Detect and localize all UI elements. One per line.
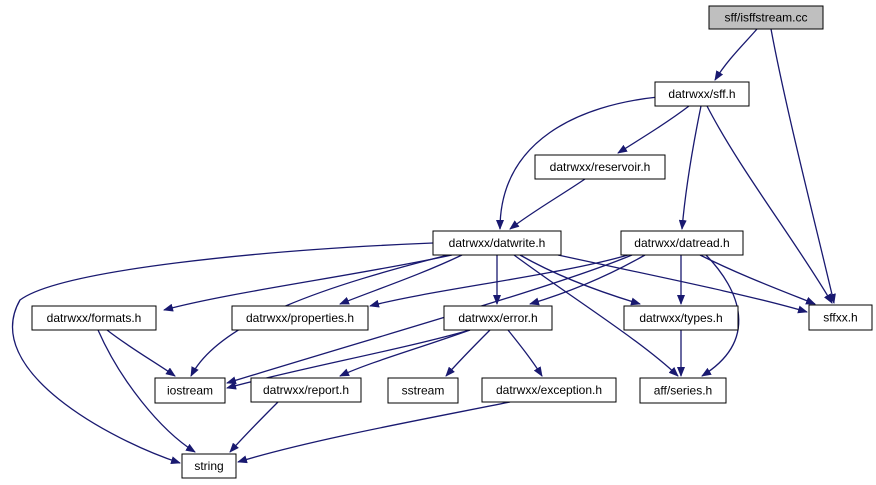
edge-line (339, 329, 471, 377)
node-error[interactable]: datrwxx/error.h (443, 305, 553, 331)
node-box (654, 81, 750, 107)
edge-line (706, 105, 833, 304)
node-label: datrwxx/formats.h (47, 311, 142, 325)
edge-datwrite-sffxx (557, 254, 808, 314)
node-box (639, 377, 727, 404)
edge-datread-properties (369, 254, 629, 308)
edge-line (529, 254, 646, 306)
node-box (250, 377, 362, 403)
node-label: datrwxx/properties.h (246, 311, 354, 325)
edge-line (513, 254, 679, 377)
edge-sff-sffxx (706, 105, 833, 304)
node-box (154, 377, 226, 404)
node-label: string (194, 459, 223, 473)
node-label: datrwxx/types.h (639, 311, 722, 325)
node-label: datrwxx/reservoir.h (550, 160, 651, 174)
node-box (387, 377, 459, 404)
node-label: iostream (167, 384, 213, 398)
edge-line (617, 105, 690, 154)
edge-line (557, 254, 808, 314)
edge-report-string (229, 401, 279, 453)
node-box (181, 453, 237, 479)
node-box (708, 5, 824, 30)
edge-line (699, 254, 816, 305)
edge-line (369, 254, 629, 308)
edge-sff-reservoir (617, 105, 690, 154)
node-string: string (181, 453, 237, 479)
node-iostream: iostream (154, 377, 226, 404)
node-reservoir[interactable]: datrwxx/reservoir.h (534, 154, 666, 180)
node-box (623, 305, 739, 331)
node-report[interactable]: datrwxx/report.h (250, 377, 362, 403)
edge-sff-datread (678, 105, 702, 230)
edge-datwrite-types (519, 254, 641, 306)
node-label: datrwxx/report.h (263, 383, 349, 397)
node-box (231, 305, 369, 331)
node-label: aff/series.h (654, 384, 712, 398)
node-box (808, 304, 873, 331)
node-box (31, 305, 157, 331)
edge-line (509, 178, 586, 230)
node-properties[interactable]: datrwxx/properties.h (231, 305, 369, 331)
edge-datread-error (529, 254, 646, 306)
edge-line (519, 254, 641, 306)
edge-line (229, 401, 279, 453)
edge-line (11, 242, 434, 464)
node-label: datrwxx/datwrite.h (449, 236, 546, 250)
node-box (620, 230, 744, 256)
node-label: datrwxx/sff.h (668, 87, 735, 101)
edge-reservoir-datwrite (509, 178, 586, 230)
edge-formats-string (97, 329, 196, 453)
node-label: datrwxx/exception.h (496, 383, 602, 397)
edge-error-report (339, 329, 471, 377)
edge-line (714, 28, 758, 81)
node-sff[interactable]: datrwxx/sff.h (654, 81, 750, 107)
dependency-nodes: sff/isffstream.cc datrwxx/sff.h datrwxx/re… (31, 5, 873, 479)
edge-datwrite-series (513, 254, 679, 377)
edge-exception-string (237, 401, 511, 464)
edge-line (507, 329, 543, 377)
edge-line (163, 254, 453, 312)
node-label: sffxx.h (823, 311, 857, 325)
edge-line (97, 329, 196, 453)
node-isffstream: sff/isffstream.cc (708, 5, 824, 30)
edge-line (106, 329, 176, 377)
edge-error-exception (507, 329, 543, 377)
node-exception[interactable]: datrwxx/exception.h (481, 377, 617, 403)
edge-line (237, 401, 511, 464)
edge-formats-iostream (106, 329, 176, 377)
node-sstream: sstream (387, 377, 459, 404)
edge-datwrite-formats (163, 254, 453, 312)
edge-isffstream-sff (714, 28, 758, 81)
edge-sff-datwrite (496, 96, 659, 230)
node-label: sstream (402, 384, 445, 398)
edge-datwrite-string (11, 242, 434, 464)
edge-line (496, 96, 659, 230)
edge-line (445, 329, 491, 377)
node-datwrite[interactable]: datrwxx/datwrite.h (432, 230, 562, 256)
node-series: aff/series.h (639, 377, 727, 404)
node-box (534, 154, 666, 180)
node-label: datrwxx/error.h (458, 311, 537, 325)
node-types[interactable]: datrwxx/types.h (623, 305, 739, 331)
node-box (443, 305, 553, 331)
node-box (432, 230, 562, 256)
node-datread[interactable]: datrwxx/datread.h (620, 230, 744, 256)
node-label: sff/isffstream.cc (725, 11, 808, 25)
edge-datread-sffxx (699, 254, 816, 305)
edge-isffstream-sffxx (770, 28, 836, 304)
edge-line (770, 28, 836, 304)
node-box (481, 377, 617, 403)
dependency-edges (11, 28, 836, 464)
edge-datwrite-properties (339, 254, 463, 305)
edge-error-sstream (445, 329, 491, 377)
node-formats[interactable]: datrwxx/formats.h (31, 305, 157, 331)
node-sffxx: sffxx.h (808, 304, 873, 331)
node-label: datrwxx/datread.h (634, 236, 729, 250)
edge-line (339, 254, 463, 305)
edge-line (678, 105, 702, 230)
